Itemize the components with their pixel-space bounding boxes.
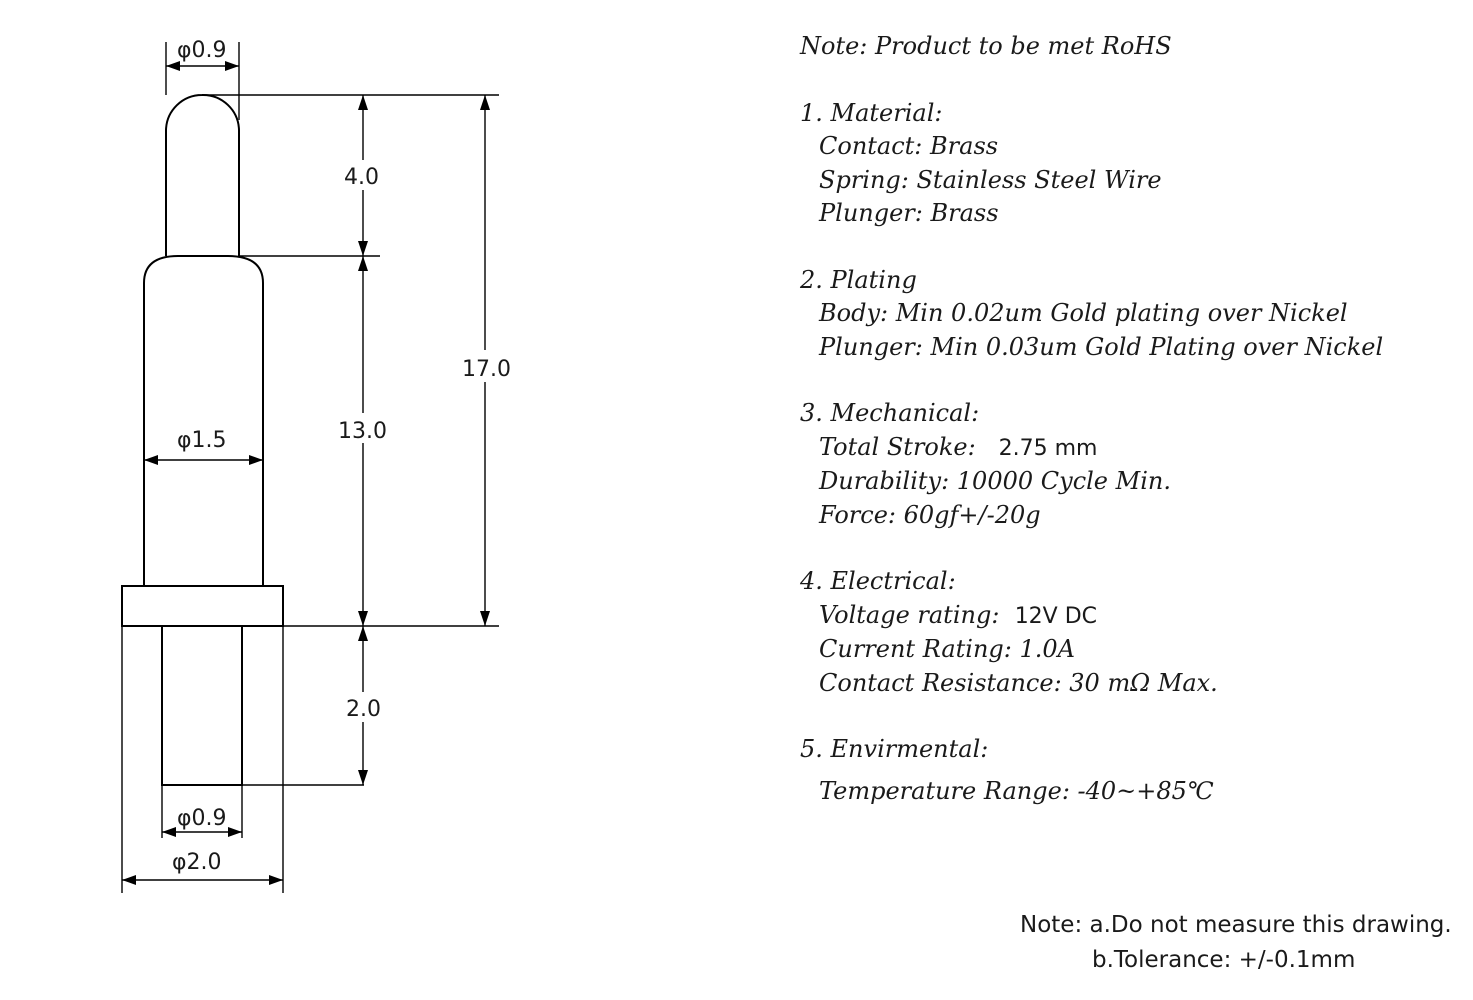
footnote-line-2: b.Tolerance: +/-0.1mm xyxy=(1092,947,1356,973)
dimension-tail-diameter: φ0.9 xyxy=(162,806,242,837)
electrical-voltage: Voltage rating: 12V DC xyxy=(800,599,1460,633)
electrical-title: 4. Electrical: xyxy=(800,567,956,596)
plating-title: 2. Plating xyxy=(800,265,917,294)
electrical-resistance: Contact Resistance: 30 mΩ Max. xyxy=(819,668,1218,697)
rohs-note-text: Note: Product to be met RoHS xyxy=(800,32,1172,60)
mechanical-title: 3. Mechanical: xyxy=(800,399,980,428)
environmental-section: 5. Envirmental: Temperature Range: -40~+… xyxy=(800,733,1460,808)
tail-dia-label: φ0.9 xyxy=(177,806,227,831)
dimension-body-diameter: φ1.5 xyxy=(144,428,263,465)
overall-len-label: 17.0 xyxy=(462,357,511,382)
mechanical-force: Force: 60gf+/-20g xyxy=(819,500,1041,529)
dimension-body-length: 13.0 xyxy=(334,256,394,626)
mechanical-stroke: Total Stroke: 2.75 mm xyxy=(800,431,1460,465)
rohs-note: Note: Product to be met RoHS xyxy=(800,30,1460,63)
mechanical-section: 3. Mechanical: Total Stroke: 2.75 mm Dur… xyxy=(800,397,1460,532)
plating-body: Body: Min 0.02um Gold plating over Nicke… xyxy=(819,299,1348,328)
tail-len-label: 2.0 xyxy=(346,697,381,722)
stroke-value: 2.75 mm xyxy=(998,435,1098,461)
tip-dia-label: φ0.9 xyxy=(177,38,227,63)
body-len-label: 13.0 xyxy=(338,419,387,444)
material-title: 1. Material: xyxy=(800,98,943,127)
dimension-tail-length: 2.0 xyxy=(340,626,386,785)
voltage-label: Voltage rating: xyxy=(819,600,1000,629)
footnote-line-1: Note: a.Do not measure this drawing. xyxy=(1020,912,1452,938)
dimension-overall-length: 17.0 xyxy=(458,95,518,626)
dimension-tip-diameter: φ0.9 xyxy=(166,38,239,71)
extension-lines xyxy=(121,42,499,893)
pin-outline xyxy=(121,93,284,786)
material-section: 1. Material: Contact: Brass Spring: Stai… xyxy=(800,97,1460,231)
flange-dia-label: φ2.0 xyxy=(172,850,222,875)
pogo-pin-drawing: φ0.9 4.0 13.0 17.0 2.0 φ1.5 xyxy=(121,38,518,893)
material-plunger: Plunger: Brass xyxy=(819,199,999,228)
dimension-flange-diameter: φ2.0 xyxy=(122,850,283,885)
mechanical-durability: Durability: 10000 Cycle Min. xyxy=(819,467,1171,496)
voltage-value: 12V DC xyxy=(1014,603,1098,629)
environmental-title: 5. Envirmental: xyxy=(800,735,989,764)
plating-section: 2. Plating Body: Min 0.02um Gold plating… xyxy=(800,264,1460,364)
plating-plunger: Plunger: Min 0.03um Gold Plating over Ni… xyxy=(819,332,1384,361)
drawing-footnote: Note: a.Do not measure this drawing. b.T… xyxy=(1020,908,1460,978)
specification-notes: Note: Product to be met RoHS 1. Material… xyxy=(800,30,1460,842)
material-contact: Contact: Brass xyxy=(819,132,999,161)
material-spring: Spring: Stainless Steel Wire xyxy=(819,165,1162,194)
electrical-current: Current Rating: 1.0A xyxy=(819,635,1075,664)
environmental-temperature: Temperature Range: -40~+85℃ xyxy=(819,776,1214,805)
electrical-section: 4. Electrical: Voltage rating: 12V DC Cu… xyxy=(800,565,1460,700)
tip-len-label: 4.0 xyxy=(344,165,379,190)
dimension-tip-length: 4.0 xyxy=(340,95,386,256)
body-dia-label: φ1.5 xyxy=(177,428,227,453)
stroke-label: Total Stroke: xyxy=(819,432,976,461)
